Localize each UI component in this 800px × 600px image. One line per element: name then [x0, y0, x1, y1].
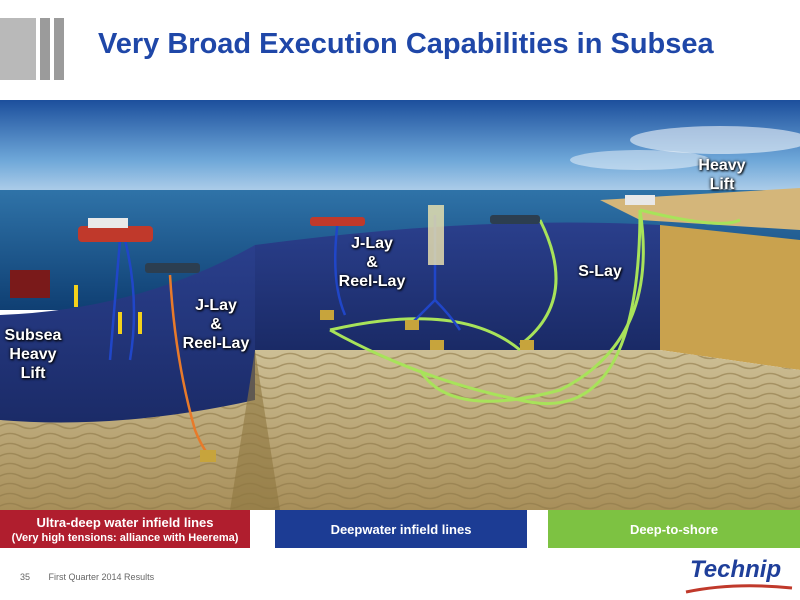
technip-logo: Technip [690, 556, 782, 583]
heavy-lift-label: Heavy Lift [698, 157, 746, 193]
deepwater-bar: Deepwater infield lines [275, 510, 527, 548]
footer-text: First Quarter 2014 Results [48, 572, 155, 582]
page-number: 35 [20, 572, 31, 582]
subsea-illustration [0, 100, 800, 510]
jlay-reellay-mid-label: J-Lay & Reel-Lay [338, 235, 406, 290]
deepwater-bar-title: Deepwater infield lines [330, 521, 472, 537]
jlay-reellay-left-label: J-Lay & Reel-Lay [182, 297, 250, 352]
footer: 35 First Quarter 2014 Results [20, 572, 170, 582]
ultra-deep-bar-subtitle: (Very high tensions: alliance with Heere… [11, 531, 239, 544]
slay-label: S-Lay [578, 263, 622, 280]
ultra-deep-bar-title: Ultra-deep water infield lines [36, 514, 214, 530]
logo-swoosh-icon [685, 584, 793, 594]
deep-to-shore-bar: Deep-to-shore [548, 510, 800, 548]
subsea-heavy-lift-label: Subsea Heavy Lift [4, 327, 62, 382]
page-title: Very Broad Execution Capabilities in Sub… [98, 28, 714, 60]
ultra-deep-bar: Ultra-deep water infield lines (Very hig… [0, 510, 250, 548]
decorative-bars [0, 18, 64, 80]
deep-to-shore-bar-title: Deep-to-shore [629, 521, 719, 537]
